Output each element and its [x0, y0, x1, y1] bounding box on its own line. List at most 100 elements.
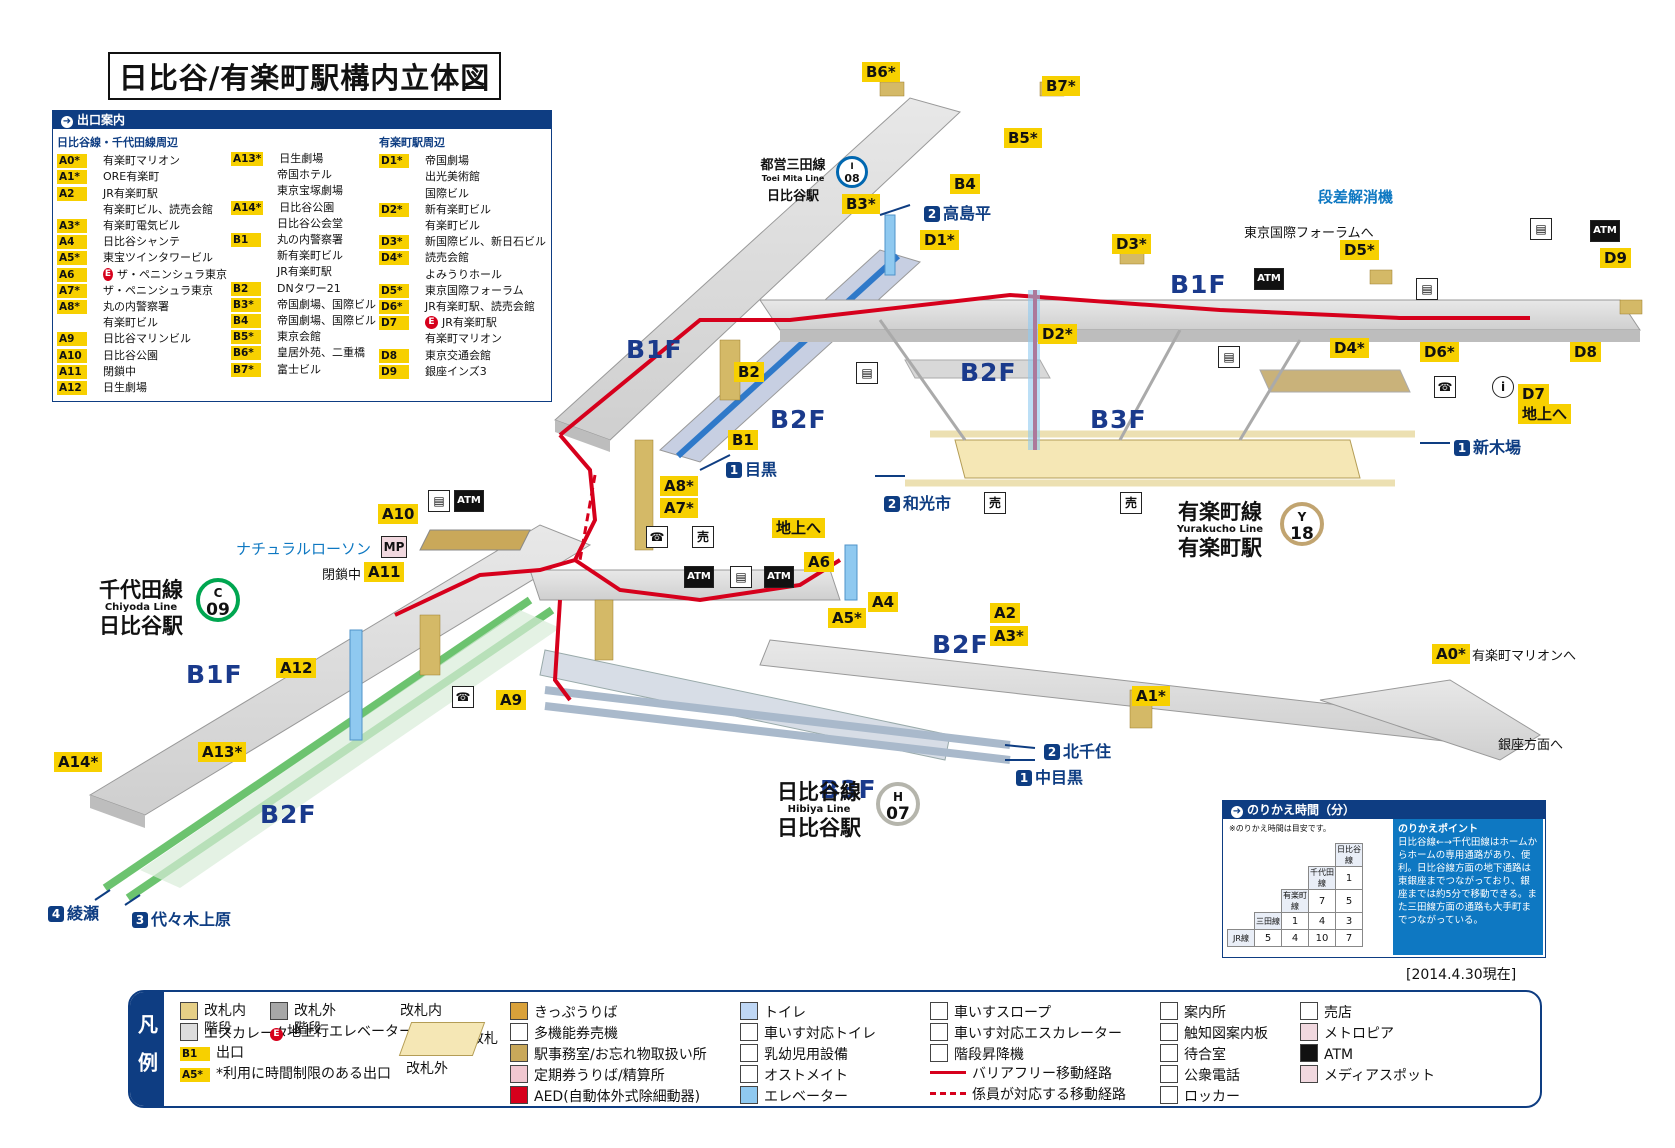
exit-d8[interactable]: D8: [1570, 342, 1601, 362]
mita-track: [675, 253, 901, 459]
exit-row: B3*帝国劇場、国際ビル: [231, 297, 391, 313]
exit-row: A5*東宝ツインタワービル: [57, 250, 227, 266]
exit-a9[interactable]: A9: [496, 690, 527, 710]
exit-b6[interactable]: B6*: [862, 62, 900, 82]
exit-a13[interactable]: A13*: [198, 742, 247, 762]
legend-item-wheel-esc: 車いす対応エスカレーター: [930, 1023, 1122, 1043]
marion-label: 有楽町マリオンへ: [1472, 649, 1577, 664]
exit-destination: ザ・ペニンシュラ東京: [103, 283, 213, 297]
locker-icon: ▤: [730, 566, 752, 588]
exit-code-badge: D7: [379, 316, 409, 331]
exit-destination: ザ・ペニンシュラ東京: [117, 267, 227, 281]
exit-d4[interactable]: D4*: [1330, 338, 1369, 358]
legend-side: 凡例: [130, 992, 164, 1106]
legend-item-aed: AED(自動体外式除細動器): [510, 1086, 700, 1106]
legend-label: 公衆電話: [1184, 1068, 1240, 1084]
exit-a10[interactable]: A10: [378, 504, 419, 524]
exit-code-badge: D6*: [379, 300, 409, 315]
exit-code-badge: A4: [57, 235, 87, 250]
exit-a6-ground[interactable]: 地上へ: [772, 518, 826, 538]
exit-b2[interactable]: B2: [734, 362, 764, 382]
exit-d3[interactable]: D3*: [1112, 234, 1151, 254]
exit-a2[interactable]: A2: [990, 603, 1021, 623]
exit-row: A8*丸の内警察署: [57, 299, 227, 315]
exit-destination: 新国際ビル、新日石ビル: [425, 235, 546, 249]
exit-row: A7*ザ・ペニンシュラ東京: [57, 283, 227, 299]
exit-a4[interactable]: A4: [868, 592, 899, 612]
legend-label: 改札内: [400, 1003, 442, 1019]
transfer-cell: 5: [1254, 929, 1282, 947]
exit-destination: 皇居外苑、二重橋: [277, 346, 365, 360]
exit-destination: 日生劇場: [103, 381, 147, 395]
transfer-cell: 5: [1335, 889, 1363, 913]
exit-row: D2*新有楽町ビル: [379, 202, 549, 218]
exit-b4[interactable]: B4: [950, 174, 980, 194]
baby-icon: [740, 1044, 758, 1062]
exit-d9[interactable]: D9: [1600, 248, 1631, 268]
legend-item-metropia: メトロピア: [1300, 1023, 1394, 1043]
exit-d6[interactable]: D6*: [1420, 342, 1459, 362]
exit-code-badge: D4*: [379, 251, 409, 266]
exit-a8[interactable]: A8*: [660, 476, 698, 496]
pass-icon: [510, 1065, 528, 1083]
exit-a11[interactable]: A11: [364, 562, 405, 582]
shop-icon: 売: [692, 526, 714, 548]
legend-label: 車いすスロープ: [954, 1005, 1052, 1021]
legend-item-tactile: 触知図案内板: [1160, 1023, 1268, 1043]
exit-a12[interactable]: A12: [276, 658, 317, 678]
legend-label: 地上行エレベーター: [287, 1024, 413, 1040]
exit-row: D4*読売会館: [379, 250, 549, 266]
exit-a7[interactable]: A7*: [660, 498, 698, 518]
exit-a1[interactable]: A1*: [1132, 686, 1170, 706]
transfer-cell: 1: [1335, 866, 1363, 890]
exit-a5[interactable]: A5*: [828, 608, 866, 628]
exit-destination: JR有楽町駅: [442, 316, 497, 330]
transfer-cell: [1255, 890, 1282, 913]
shop-icon: [1300, 1002, 1318, 1020]
exit-d7[interactable]: D7: [1518, 384, 1549, 404]
legend-label: 定期券うりば/精算所: [534, 1068, 665, 1084]
exit-a6[interactable]: A6: [804, 552, 835, 572]
exit-b5[interactable]: B5*: [1004, 128, 1042, 148]
legend-label: 案内所: [1184, 1005, 1226, 1021]
legend-label: 触知図案内板: [1184, 1026, 1268, 1042]
legend-item-office: 駅事務室/お忘れ物取扱い所: [510, 1044, 707, 1064]
exit-destination: 新有楽町ビル: [425, 202, 491, 216]
exit-a3[interactable]: A3*: [990, 626, 1028, 646]
exit-a0[interactable]: A0*: [1432, 644, 1470, 664]
exit-destination: 富士ビル: [277, 362, 321, 376]
ginza-passage: [1319, 679, 1541, 761]
exit-b1[interactable]: B1: [728, 430, 758, 450]
red-line-icon: [930, 1071, 966, 1074]
exit-code-badge: B6*: [231, 346, 261, 361]
elevator-icon: [740, 1086, 758, 1104]
exit-d2[interactable]: D2*: [1038, 324, 1077, 344]
exit-destination: 日比谷マリンビル: [103, 332, 191, 346]
exit-a14[interactable]: A14*: [54, 752, 103, 772]
exit-b3[interactable]: B3*: [842, 194, 880, 214]
exit-destination: 有楽町電気ビル: [103, 219, 180, 233]
exit-destination: 日生劇場: [279, 152, 324, 165]
floor-label: B3F: [1090, 405, 1147, 434]
exit-code-badge: A3*: [57, 219, 87, 234]
locker-icon: ▤: [428, 490, 450, 512]
exit-b7[interactable]: B7*: [1042, 76, 1080, 96]
exit-d5[interactable]: D5*: [1340, 240, 1379, 260]
transfer-cell: 4: [1308, 912, 1336, 930]
exit-d1[interactable]: D1*: [920, 230, 959, 250]
exit-row: 東京宝塚劇場: [231, 183, 391, 199]
shop-icon: 売: [984, 492, 1006, 514]
exit-d7-ground[interactable]: 地上へ: [1518, 404, 1572, 424]
legend-item-toilet: トイレ: [740, 1002, 806, 1022]
exit-destination: 日比谷公会堂: [277, 216, 343, 230]
b2f-yurakucho-east: [1259, 369, 1411, 393]
